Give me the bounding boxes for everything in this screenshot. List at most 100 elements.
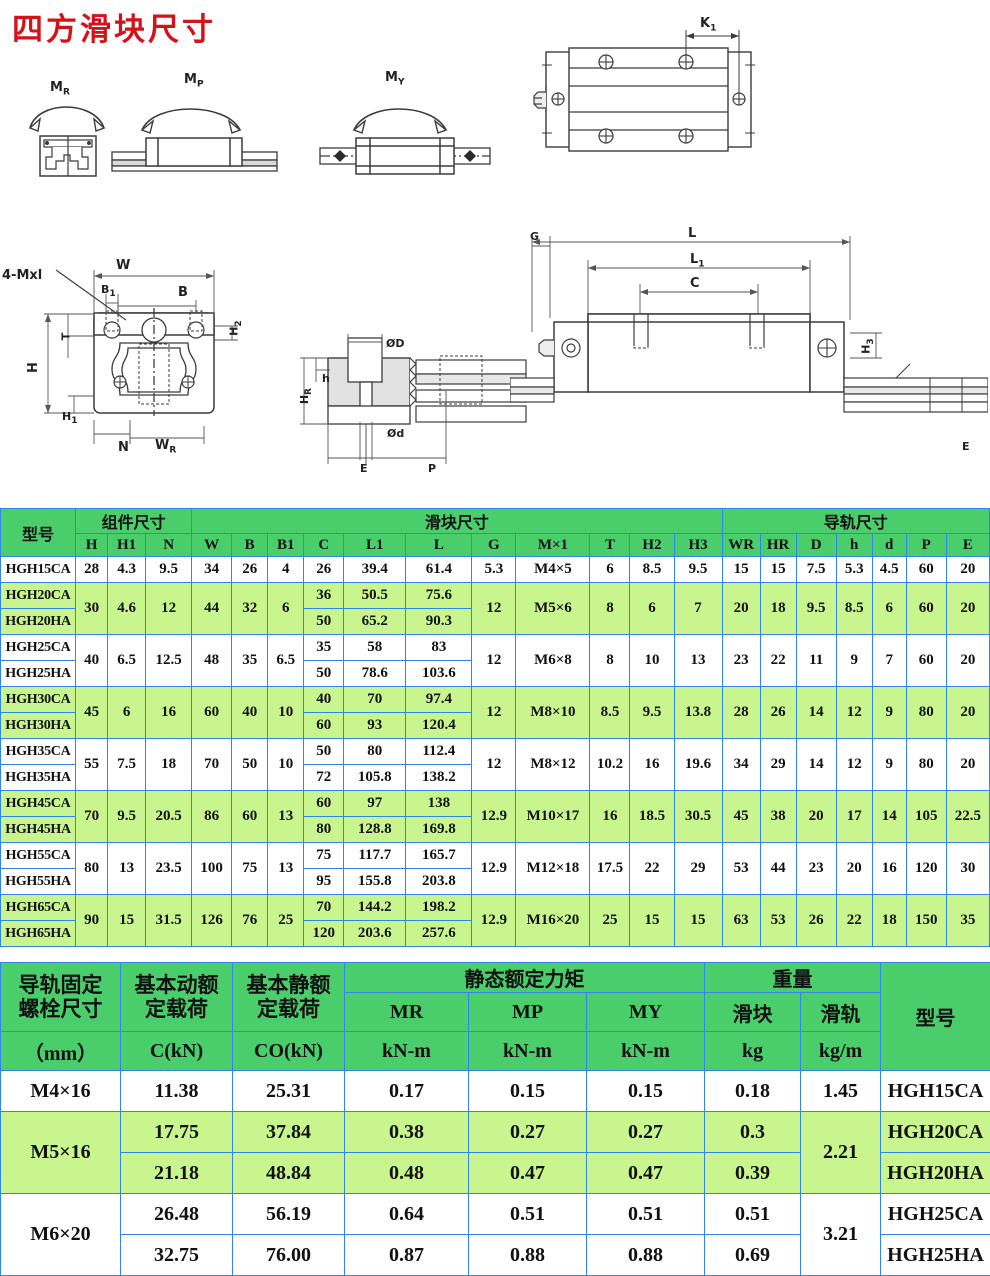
- col-d: d: [872, 534, 906, 557]
- cell-c: 72: [304, 765, 344, 791]
- cell-h2: 22: [630, 843, 674, 895]
- dimension-table-group-header-row: 型号 组件尺寸 滑块尺寸 导轨尺寸: [1, 509, 990, 534]
- cell-block-weight: 0.3: [705, 1112, 801, 1153]
- cell-static-load: 25.31: [233, 1071, 345, 1112]
- cell-bolt-size: M4×16: [1, 1071, 121, 1112]
- cell-l: 75.6: [406, 583, 472, 609]
- col-n: N: [146, 534, 192, 557]
- cell-n: 12.5: [146, 635, 192, 687]
- cell-b1: 25: [268, 895, 304, 947]
- cell-l1: 105.8: [344, 765, 406, 791]
- cell-model: HGH45HA: [1, 817, 76, 843]
- cell-n: 31.5: [146, 895, 192, 947]
- cell-wr: 53: [722, 843, 760, 895]
- cell-wr: 15: [722, 557, 760, 583]
- cell-model: HGH30HA: [1, 713, 76, 739]
- cell-h1: 7.5: [108, 739, 146, 791]
- cell-p: 120: [906, 843, 946, 895]
- cell-b: 76: [232, 895, 268, 947]
- unit-block-weight: kg: [705, 1032, 801, 1071]
- cell-block-weight: 0.18: [705, 1071, 801, 1112]
- cell-h2: 10: [630, 635, 674, 687]
- cell-wr: 28: [722, 687, 760, 739]
- col-my: MY: [587, 993, 705, 1032]
- l1-label: L1: [690, 252, 705, 270]
- col-t: T: [590, 534, 630, 557]
- c-label: C: [690, 276, 700, 291]
- mp-label: MP: [184, 72, 204, 90]
- cell-b: 32: [232, 583, 268, 635]
- col-static-line2: 定载荷: [233, 997, 344, 1021]
- col-h2: H2: [630, 534, 674, 557]
- col-group-block: 滑块尺寸: [192, 509, 722, 534]
- cell-h: 22: [836, 895, 872, 947]
- cell-b1: 10: [268, 739, 304, 791]
- cell-mx1: M5×6: [516, 583, 590, 635]
- cell-p: 80: [906, 739, 946, 791]
- cell-c: 36: [304, 583, 344, 609]
- col-rail-weight: 滑轨: [801, 993, 881, 1032]
- cell-l1: 144.2: [344, 895, 406, 921]
- cell-b: 40: [232, 687, 268, 739]
- cell-h: 55: [76, 739, 108, 791]
- h-small-label: h: [322, 372, 330, 385]
- cell-my: 0.51: [587, 1194, 705, 1235]
- cell-my: 0.27: [587, 1112, 705, 1153]
- cell-c: 50: [304, 609, 344, 635]
- cell-h: 80: [76, 843, 108, 895]
- cell-w: 100: [192, 843, 232, 895]
- col-hr: HR: [760, 534, 796, 557]
- cell-g: 5.3: [472, 557, 516, 583]
- cell-g: 12: [472, 687, 516, 739]
- cell-h1: 6: [108, 687, 146, 739]
- od-small-label: Ød: [387, 427, 404, 440]
- cell-e: 20: [946, 687, 989, 739]
- cell-h: 9: [836, 635, 872, 687]
- cell-block-weight: 0.69: [705, 1235, 801, 1276]
- cell-d: 14: [796, 739, 836, 791]
- cell-b: 75: [232, 843, 268, 895]
- col-static-load: 基本静额 定载荷: [233, 963, 345, 1032]
- cell-l1: 155.8: [344, 869, 406, 895]
- cell-g: 12.9: [472, 895, 516, 947]
- cell-h2: 15: [630, 895, 674, 947]
- block-front-view: [8, 248, 278, 478]
- col-b1: B1: [268, 534, 304, 557]
- cell-model: HGH25CA: [1, 635, 76, 661]
- cell-model: HGH15CA: [1, 557, 76, 583]
- cell-h: 17: [836, 791, 872, 843]
- cell-mr: 0.87: [345, 1235, 469, 1276]
- cell-h: 40: [76, 635, 108, 687]
- cell-t: 8.5: [590, 687, 630, 739]
- cell-l1: 128.8: [344, 817, 406, 843]
- n-label: N: [118, 440, 129, 455]
- unit-my: kN-m: [587, 1032, 705, 1071]
- unit-mp: kN-m: [469, 1032, 587, 1071]
- cell-hr: 18: [760, 583, 796, 635]
- cell-h1: 4.6: [108, 583, 146, 635]
- cell-n: 18: [146, 739, 192, 791]
- cell-e: 30: [946, 843, 989, 895]
- cell-wr: 34: [722, 739, 760, 791]
- cell-model: HGH20CA: [1, 583, 76, 609]
- col-d: D: [796, 534, 836, 557]
- cell-h: 28: [76, 557, 108, 583]
- cell-dynamic-load: 26.48: [121, 1194, 233, 1235]
- e-label: E: [360, 462, 368, 475]
- cell-model: HGH35CA: [1, 739, 76, 765]
- wr-label: WR: [155, 438, 176, 456]
- cell-bolt-size: M5×16: [1, 1112, 121, 1194]
- cell-c: 26: [304, 557, 344, 583]
- cell-mx1: M10×17: [516, 791, 590, 843]
- cell-l: 169.8: [406, 817, 472, 843]
- cell-mx1: M16×20: [516, 895, 590, 947]
- col-dynamic-load: 基本动额 定载荷: [121, 963, 233, 1032]
- cell-h2: 18.5: [630, 791, 674, 843]
- col-bolt-size-line2: 螺栓尺寸: [1, 997, 120, 1021]
